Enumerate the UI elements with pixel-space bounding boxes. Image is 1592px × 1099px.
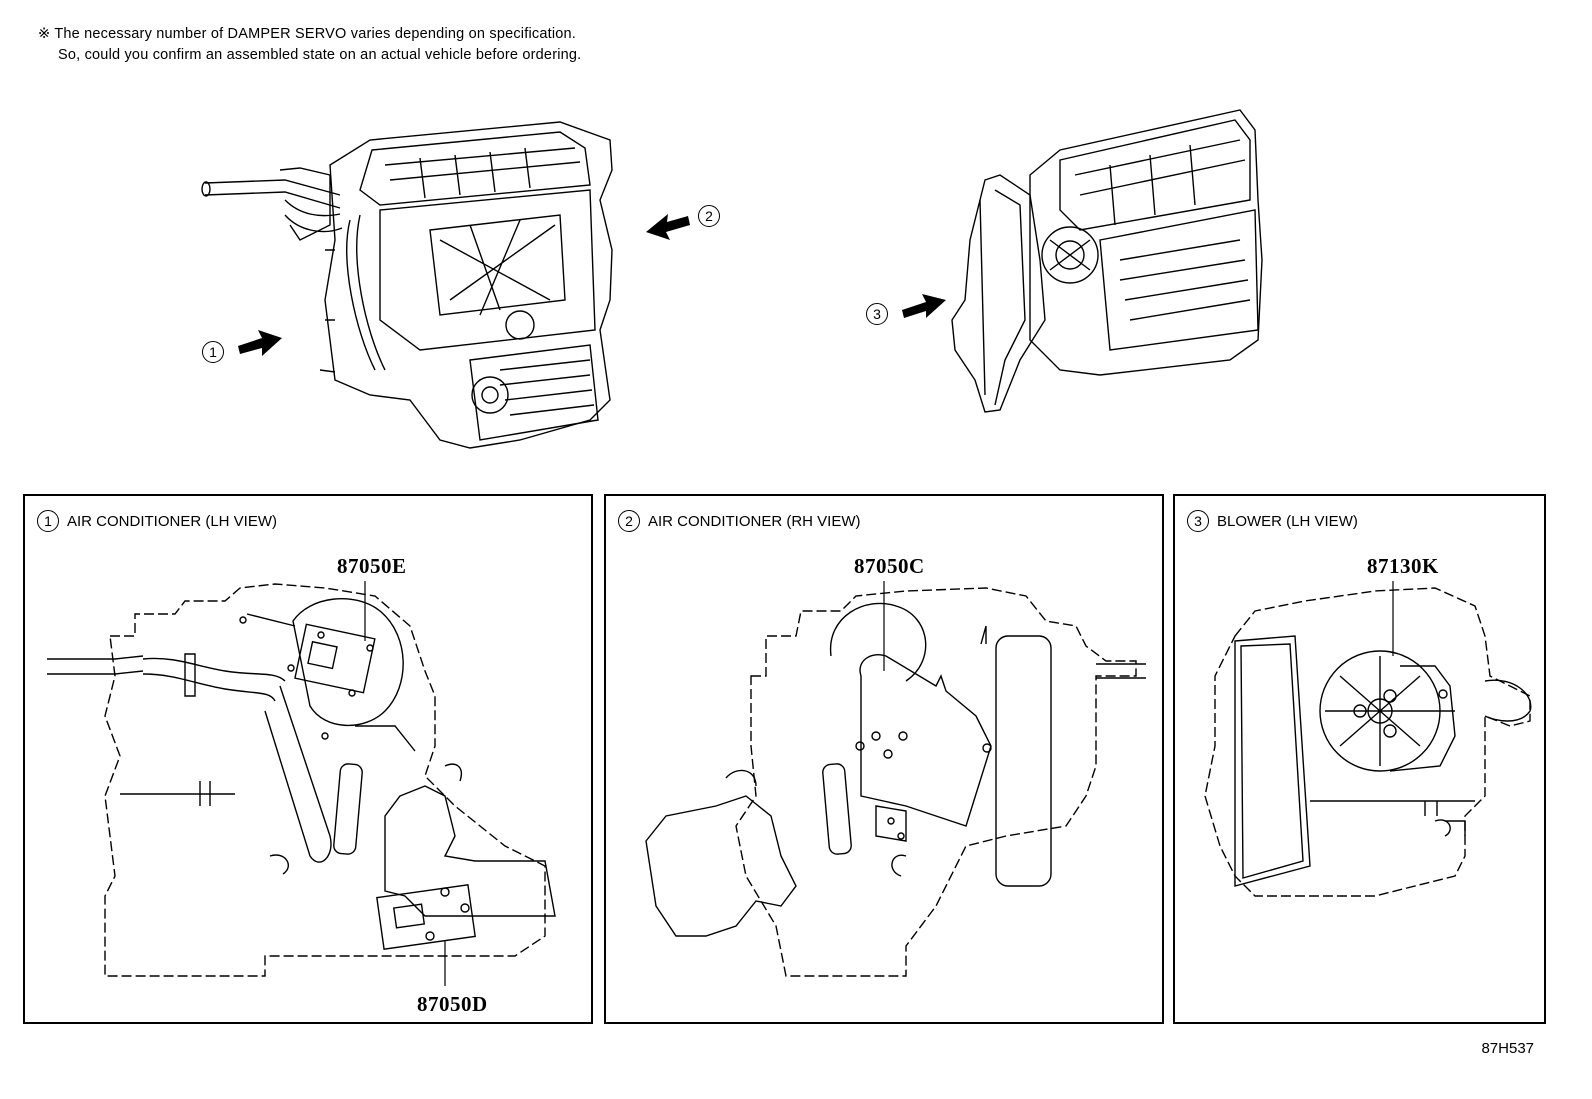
panel-air-conditioner-rh: 2 AIR CONDITIONER (RH VIEW) 87050C [604, 494, 1164, 1024]
overview-illustration [201, 109, 1263, 449]
panel-air-conditioner-lh: 1 AIR CONDITIONER (LH VIEW) 87050E 87050… [23, 494, 593, 1024]
overview-callout-3: 3 [866, 303, 888, 325]
note-line-2: So, could you confirm an assembled state… [58, 47, 582, 63]
panel-1-title: 1 AIR CONDITIONER (LH VIEW) [37, 510, 277, 532]
note-line-1: ※ The necessary number of DAMPER SERVO v… [38, 26, 577, 42]
part-number-87130K[interactable]: 87130K [1367, 554, 1439, 578]
part-number-87050D[interactable]: 87050D [417, 992, 488, 1016]
part-number-87050E[interactable]: 87050E [337, 554, 407, 578]
overview-callout-1: 1 [202, 341, 224, 363]
arrow-1-icon [238, 330, 282, 356]
rh-view-drawing [645, 581, 1146, 977]
lh-view-drawing [47, 581, 556, 986]
blower-unit-illustration [951, 109, 1263, 413]
overview-callout-2: 2 [698, 205, 720, 227]
blower-view-drawing [1204, 581, 1532, 897]
panel-blower-lh: 3 BLOWER (LH VIEW) 87130K [1173, 494, 1546, 1024]
air-conditioner-unit-illustration [201, 121, 613, 449]
panel-2-title: 2 AIR CONDITIONER (RH VIEW) [618, 510, 861, 532]
panel-3-title: 3 BLOWER (LH VIEW) [1187, 510, 1358, 532]
arrow-3-icon [902, 294, 946, 318]
specification-note: ※ The necessary number of DAMPER SERVO v… [38, 24, 581, 66]
diagram-code: 87H537 [1481, 1040, 1534, 1057]
arrow-2-icon [646, 214, 690, 240]
part-number-87050C[interactable]: 87050C [854, 554, 925, 578]
